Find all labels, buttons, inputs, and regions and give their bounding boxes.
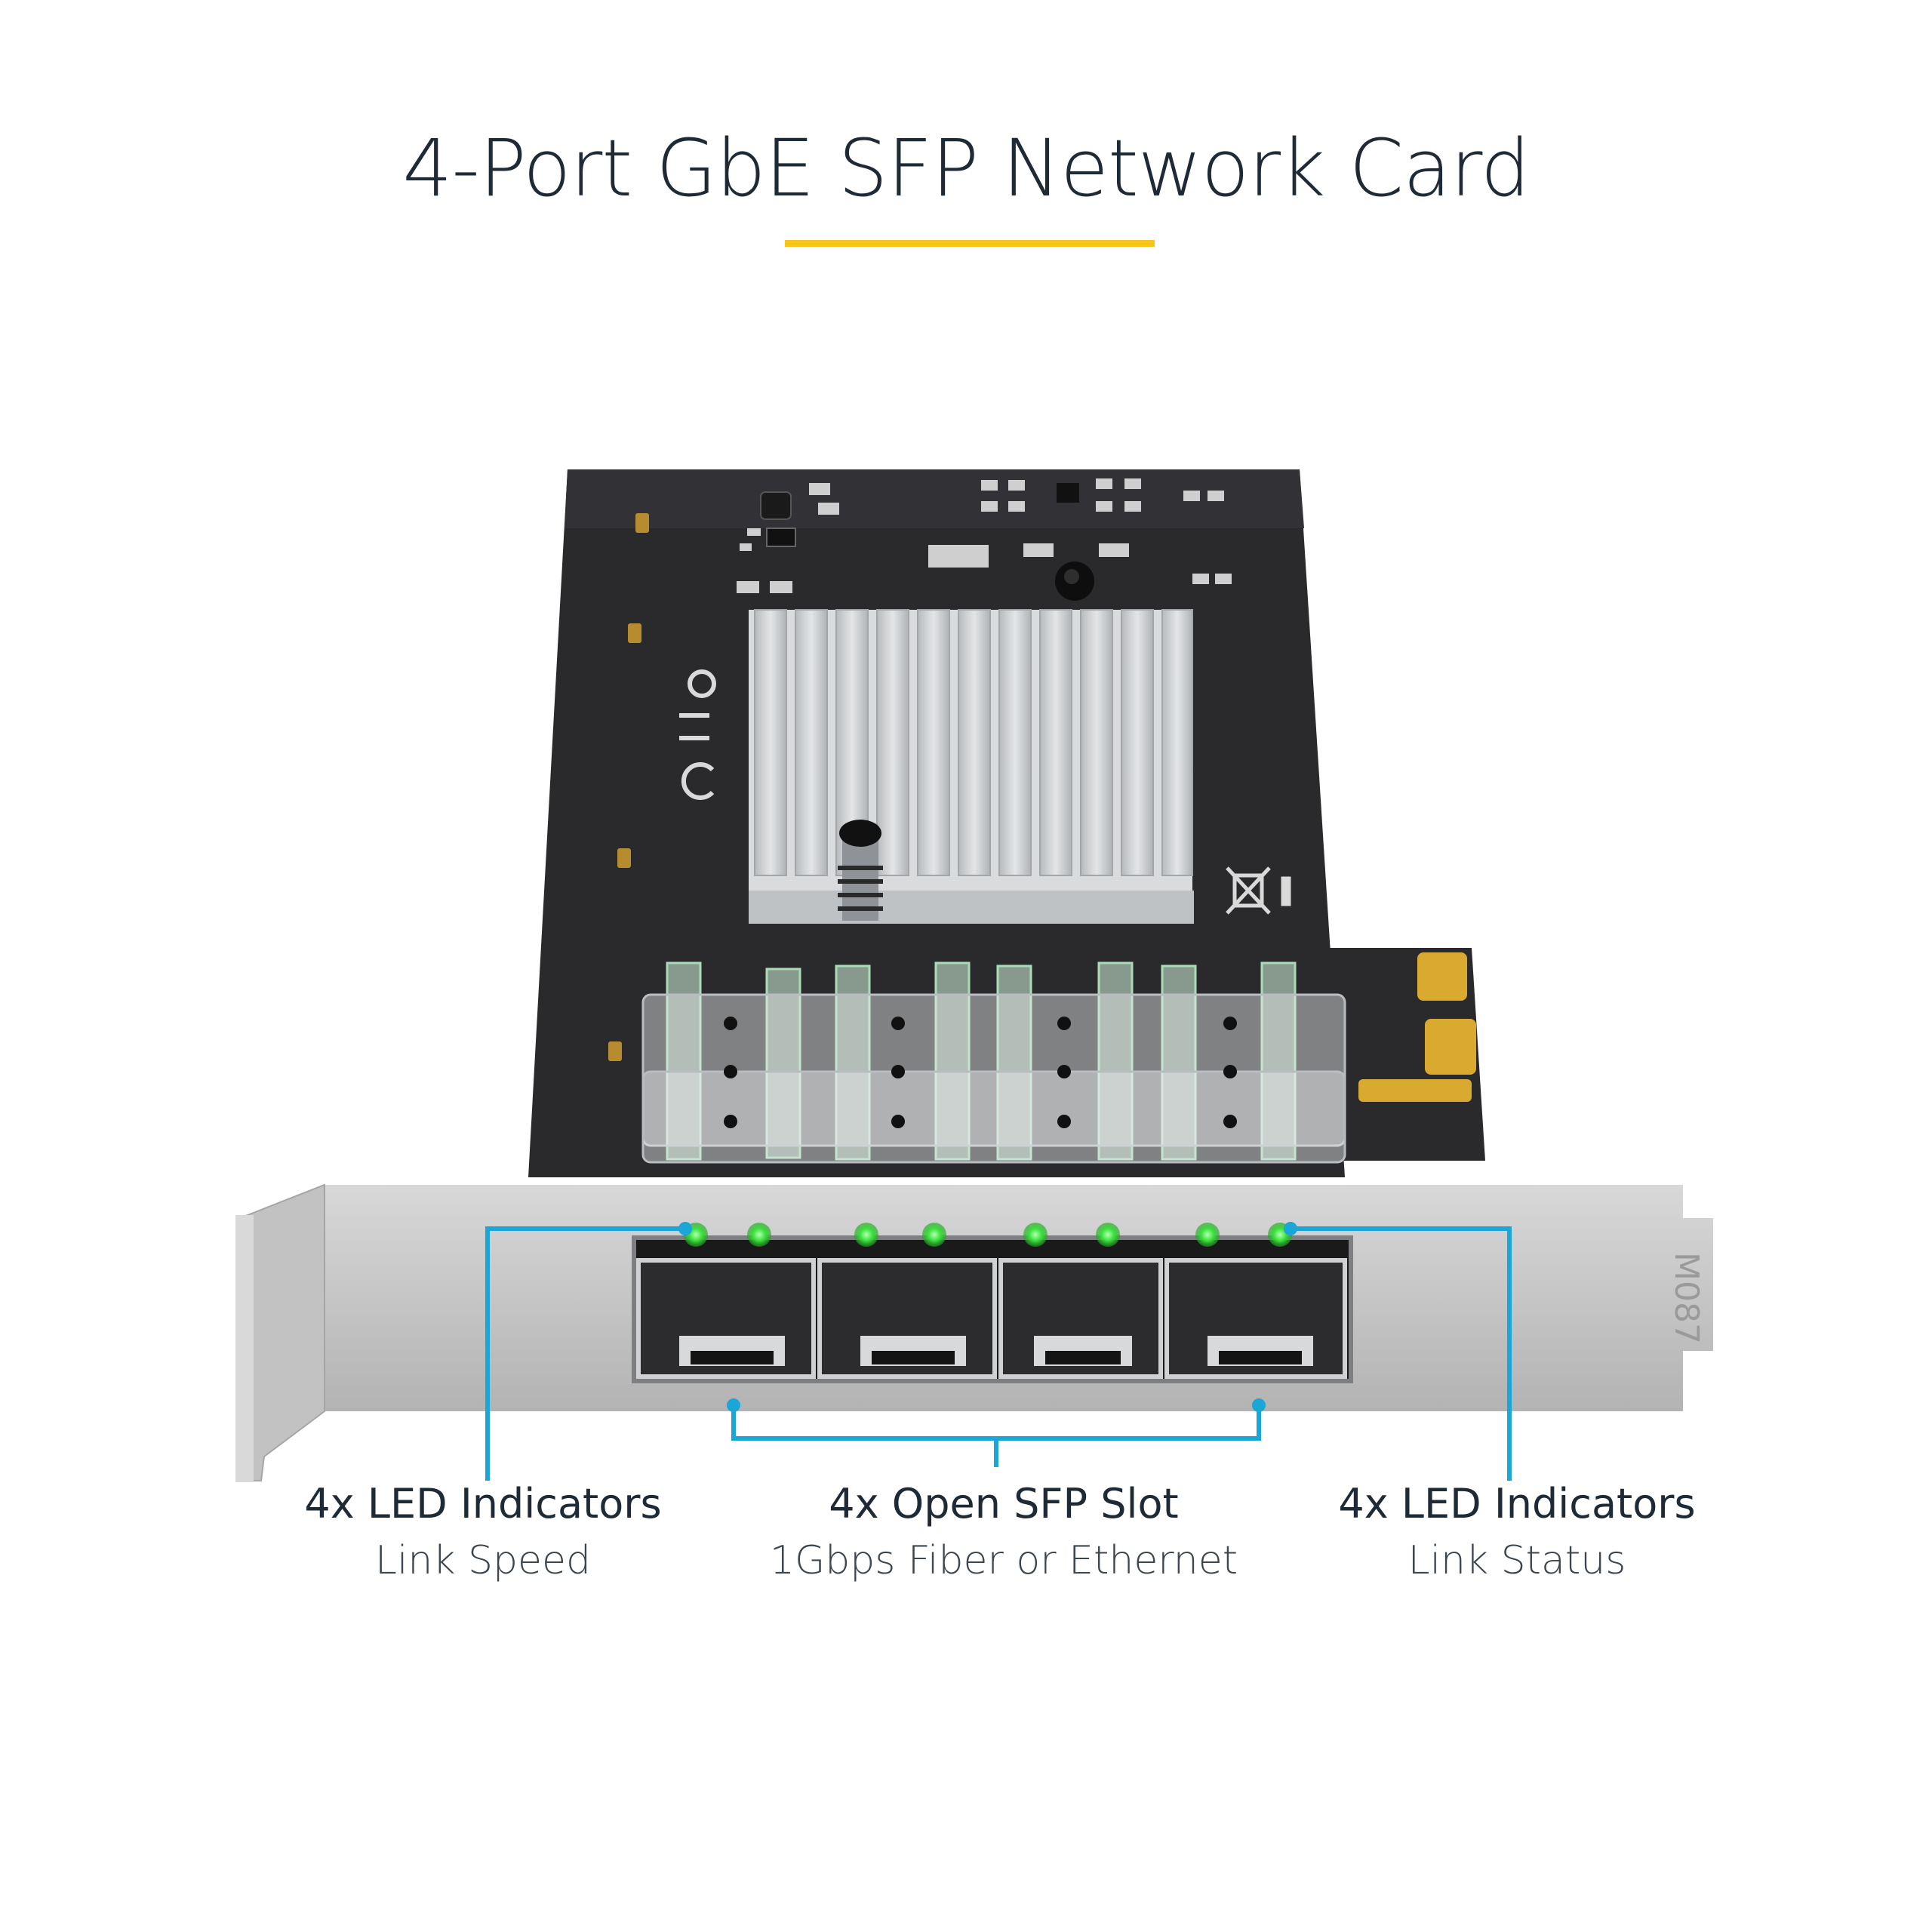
callout-subheading: Link Status: [1407, 1538, 1626, 1583]
callout-sfp-slots: 4x Open SFP Slot 1Gbps Fiber or Ethernet: [740, 1479, 1268, 1592]
led-speed-4: [1195, 1223, 1220, 1247]
callout-led-link-speed: 4x LED Indicators Link Speed: [257, 1479, 709, 1592]
callout-line-right: [1291, 1226, 1512, 1481]
callout-heading: 4x LED Indicators: [1338, 1480, 1696, 1527]
callout-led-link-status: 4x LED Indicators Link Status: [1283, 1479, 1751, 1592]
led-status-3: [1096, 1223, 1120, 1247]
callout-subheading: Link Speed: [374, 1538, 592, 1583]
bracket-marking-text: M087: [1667, 1252, 1706, 1344]
title-underline: [785, 240, 1155, 247]
callout-heading: 4x Open SFP Slot: [829, 1480, 1179, 1527]
pcie-gold-contacts: [1358, 952, 1476, 1102]
callout-bracket-middle: [731, 1410, 1261, 1467]
callout-subheading: 1Gbps Fiber or Ethernet: [769, 1538, 1238, 1583]
led-status-1: [747, 1223, 771, 1247]
callout-heading: 4x LED Indicators: [304, 1480, 662, 1527]
weee-bin-mark: [1226, 866, 1291, 915]
led-status-2: [922, 1223, 946, 1247]
heatsink: [749, 609, 1194, 924]
sfp-cage-assembly: [641, 993, 1346, 1164]
led-speed-2: [854, 1223, 878, 1247]
led-speed-3: [1023, 1223, 1048, 1247]
page-title: 4-Port GbE SFP Network Card: [402, 122, 1531, 214]
sfp-ports: [632, 1235, 1353, 1383]
callout-line-left: [485, 1226, 685, 1481]
callout-lines: [485, 1226, 1512, 1481]
pcb-certification-marks: [679, 669, 716, 800]
